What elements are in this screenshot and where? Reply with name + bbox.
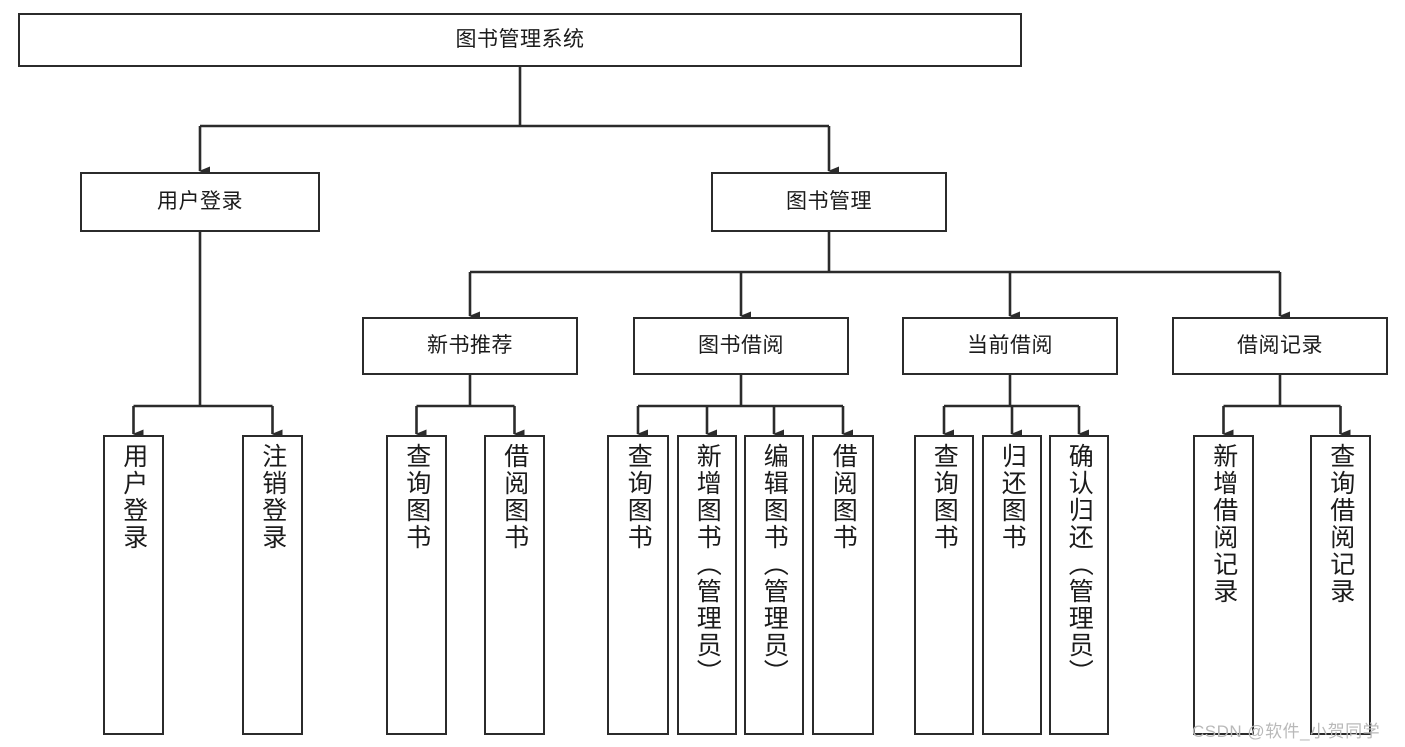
- node-leaf-add-book-admin[interactable]: 新增图书（管理员）: [677, 435, 737, 735]
- node-leaf-query-books-rec[interactable]: 查询图书: [386, 435, 447, 735]
- node-leaf-add-book-admin-label: 新增图书（管理员）: [693, 443, 722, 686]
- node-new-book-recommend[interactable]: 新书推荐: [362, 317, 578, 375]
- node-leaf-logout[interactable]: 注销登录: [242, 435, 303, 735]
- node-leaf-query-borrow-record[interactable]: 查询借阅记录: [1310, 435, 1371, 735]
- node-leaf-user-login[interactable]: 用户登录: [103, 435, 164, 735]
- node-leaf-confirm-return-admin-label: 确认归还（管理员）: [1065, 443, 1094, 686]
- node-book-borrow[interactable]: 图书借阅: [633, 317, 849, 375]
- node-leaf-logout-label: 注销登录: [258, 443, 287, 551]
- node-leaf-borrow-books[interactable]: 借阅图书: [812, 435, 874, 735]
- node-user-login-group-label: 用户登录: [157, 189, 243, 213]
- node-current-borrow[interactable]: 当前借阅: [902, 317, 1118, 375]
- node-borrow-record-label: 借阅记录: [1237, 333, 1323, 357]
- node-book-management-group-label: 图书管理: [786, 189, 872, 213]
- node-leaf-return-books[interactable]: 归还图书: [982, 435, 1042, 735]
- node-root[interactable]: 图书管理系统: [18, 13, 1022, 67]
- node-leaf-borrow-books-rec[interactable]: 借阅图书: [484, 435, 545, 735]
- node-user-login-group[interactable]: 用户登录: [80, 172, 320, 232]
- node-leaf-edit-book-admin[interactable]: 编辑图书（管理员）: [744, 435, 804, 735]
- node-leaf-query-books-current[interactable]: 查询图书: [914, 435, 974, 735]
- node-leaf-query-books-borrow-label: 查询图书: [624, 443, 653, 551]
- watermark: CSDN @软件_小贺同学: [1192, 722, 1381, 741]
- node-borrow-record[interactable]: 借阅记录: [1172, 317, 1388, 375]
- node-leaf-return-books-label: 归还图书: [998, 443, 1027, 551]
- node-new-book-recommend-label: 新书推荐: [427, 333, 513, 357]
- node-leaf-add-borrow-record[interactable]: 新增借阅记录: [1193, 435, 1254, 735]
- node-leaf-query-books-borrow[interactable]: 查询图书: [607, 435, 669, 735]
- node-book-management-group[interactable]: 图书管理: [711, 172, 947, 232]
- node-leaf-add-borrow-record-label: 新增借阅记录: [1209, 443, 1238, 605]
- node-leaf-query-books-current-label: 查询图书: [930, 443, 959, 551]
- node-current-borrow-label: 当前借阅: [967, 333, 1053, 357]
- node-leaf-confirm-return-admin[interactable]: 确认归还（管理员）: [1049, 435, 1109, 735]
- node-leaf-user-login-label: 用户登录: [119, 443, 148, 551]
- node-leaf-query-books-rec-label: 查询图书: [402, 443, 431, 551]
- node-leaf-borrow-books-label: 借阅图书: [829, 443, 858, 551]
- node-leaf-edit-book-admin-label: 编辑图书（管理员）: [760, 443, 789, 686]
- node-leaf-query-borrow-record-label: 查询借阅记录: [1326, 443, 1355, 605]
- node-root-label: 图书管理系统: [455, 27, 585, 51]
- node-leaf-borrow-books-rec-label: 借阅图书: [500, 443, 529, 551]
- node-book-borrow-label: 图书借阅: [698, 333, 784, 357]
